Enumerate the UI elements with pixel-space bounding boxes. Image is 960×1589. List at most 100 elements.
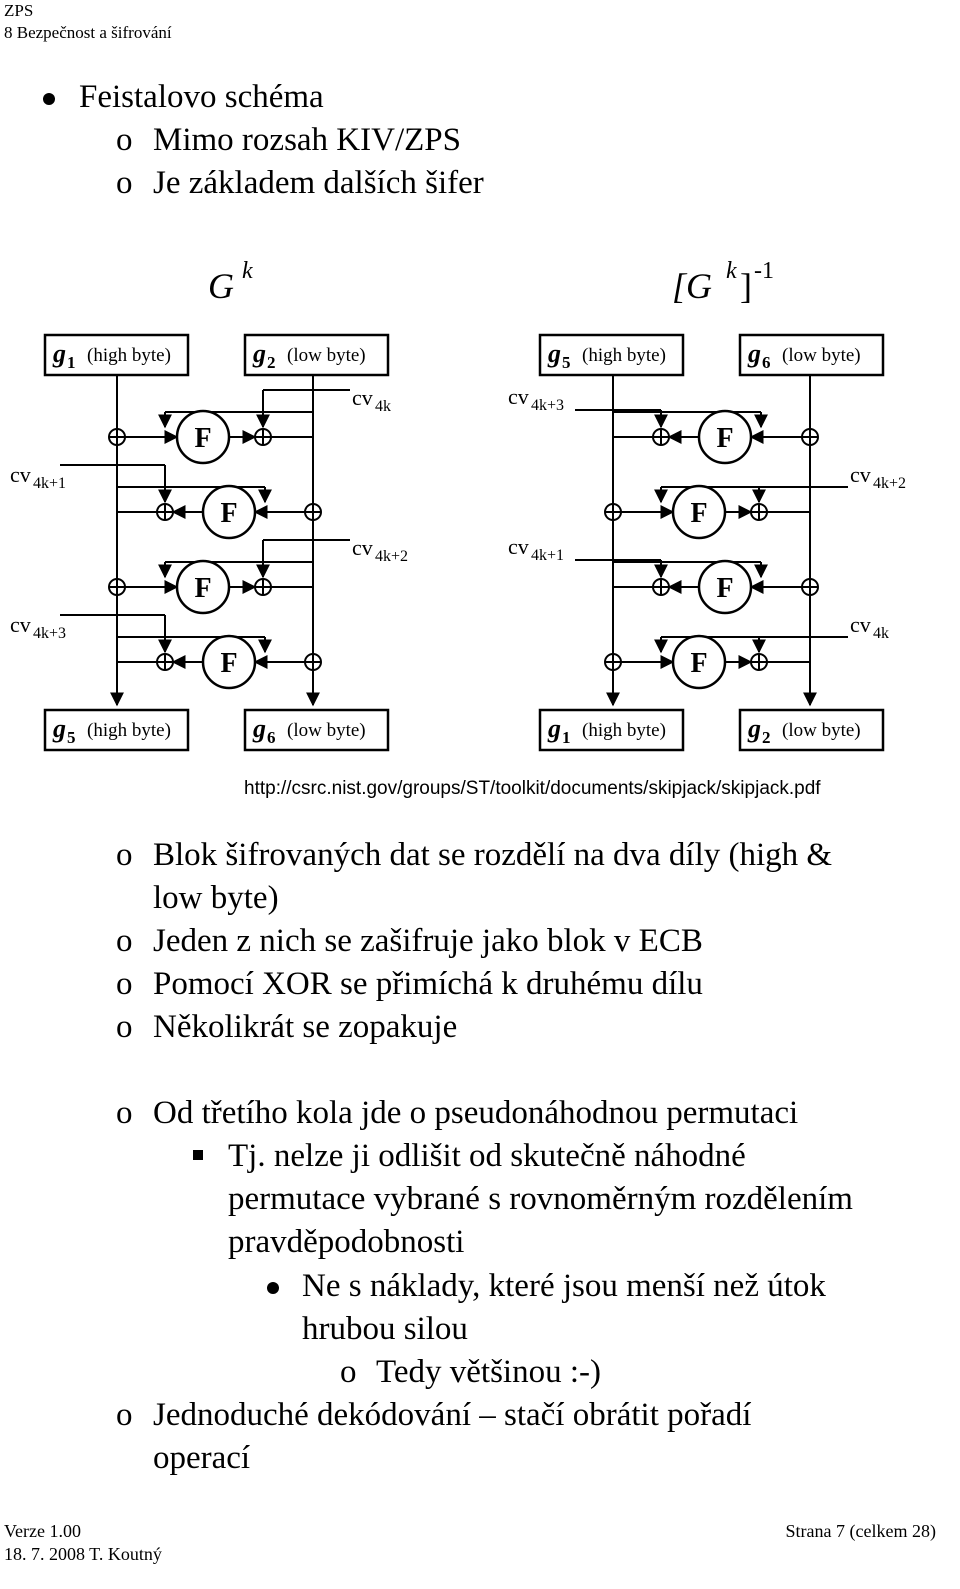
f-function-label: F bbox=[220, 498, 237, 529]
byte-box bbox=[243, 708, 390, 752]
cv-label: cv bbox=[850, 462, 871, 487]
footer-date-author: 18. 7. 2008 T. Koutný bbox=[4, 1544, 162, 1564]
title-left: G k bbox=[208, 258, 253, 306]
byte-box-var: g bbox=[547, 714, 561, 743]
xor-node bbox=[604, 503, 622, 521]
f-function-circle bbox=[671, 634, 727, 690]
f-function-circle bbox=[697, 559, 753, 615]
sub-marker: o bbox=[116, 1009, 133, 1045]
footer-page: Strana 7 (celkem 28) bbox=[785, 1521, 936, 1541]
byte-box-sub: 5 bbox=[562, 353, 571, 372]
text-blok-2: low byte) bbox=[153, 880, 279, 916]
byte-box-sub: 6 bbox=[267, 728, 276, 747]
text-jednoduche-1: Jednoduché dekódování – stačí obrátit po… bbox=[153, 1397, 752, 1433]
cv-subscript: 4k bbox=[873, 625, 889, 642]
svg-text:-1: -1 bbox=[754, 258, 774, 284]
byte-box-label: (low byte) bbox=[782, 720, 861, 741]
byte-box-label: (low byte) bbox=[287, 720, 366, 741]
byte-box-sub: 2 bbox=[762, 728, 771, 747]
byte-box-var: g bbox=[252, 714, 266, 743]
byte-box bbox=[43, 708, 190, 752]
byte-box bbox=[43, 333, 190, 377]
byte-box-var: g bbox=[747, 714, 761, 743]
f-function-label: F bbox=[220, 648, 237, 679]
f-function-circle bbox=[201, 634, 257, 690]
xor-node bbox=[254, 578, 272, 596]
text-tj-2: permutace vybrané s rovnoměrným rozdělen… bbox=[228, 1181, 853, 1217]
xor-node bbox=[801, 428, 819, 446]
byte-box-var: g bbox=[547, 339, 561, 368]
cv-subscript: 4k+2 bbox=[375, 548, 408, 565]
byte-box-var: g bbox=[747, 339, 761, 368]
xor-node bbox=[156, 653, 174, 671]
cv-label: cv bbox=[508, 534, 529, 559]
xor-node bbox=[652, 428, 670, 446]
footer-version: Verze 1.00 bbox=[4, 1521, 81, 1541]
text-blok-1: Blok šifrovaných dat se rozdělí na dva d… bbox=[153, 837, 833, 873]
sub-marker: o bbox=[116, 122, 133, 158]
intro-sub-2: Je základem dalších šifer bbox=[153, 165, 484, 201]
cv-label: cv bbox=[352, 385, 373, 410]
svg-text:]: ] bbox=[740, 266, 752, 306]
cv-subscript: 4k+1 bbox=[33, 475, 66, 492]
f-function-label: F bbox=[194, 423, 211, 454]
cv-label: cv bbox=[10, 462, 31, 487]
byte-box-label: (high byte) bbox=[87, 720, 171, 741]
byte-box-label: (low byte) bbox=[287, 345, 366, 366]
text-nekolikrat: Několikrát se zopakuje bbox=[153, 1009, 458, 1045]
xor-node bbox=[156, 503, 174, 521]
cv-subscript: 4k+3 bbox=[531, 397, 564, 414]
cv-label: cv bbox=[508, 384, 529, 409]
text-tj-1: Tj. nelze ji odlišit od skutečně náhodné bbox=[228, 1138, 746, 1174]
svg-text:G: G bbox=[208, 266, 234, 306]
text-pomoci: Pomocí XOR se přimíchá k druhému dílu bbox=[153, 966, 703, 1002]
text-od-tretiho: Od třetího kola jde o pseudonáhodnou per… bbox=[153, 1095, 799, 1131]
f-function-circle bbox=[175, 559, 231, 615]
sub-marker: o bbox=[340, 1354, 357, 1390]
byte-box bbox=[243, 333, 390, 377]
f-function-circle bbox=[201, 484, 257, 540]
svg-text:[G: [G bbox=[672, 266, 712, 306]
text-jeden: Jeden z nich se zašifruje jako blok v EC… bbox=[153, 923, 703, 959]
chapter-title: 8 Bezpečnost a šifrování bbox=[4, 23, 172, 42]
byte-box-var: g bbox=[52, 339, 66, 368]
sub-marker: o bbox=[116, 923, 133, 959]
f-function-label: F bbox=[194, 573, 211, 604]
byte-box-label: (high byte) bbox=[87, 345, 171, 366]
xor-node bbox=[108, 578, 126, 596]
sub-marker: o bbox=[116, 1095, 133, 1131]
sub-marker: o bbox=[116, 1397, 133, 1433]
svg-text:k: k bbox=[726, 258, 737, 284]
byte-box-label: (low byte) bbox=[782, 345, 861, 366]
byte-box bbox=[538, 333, 685, 377]
text-tedy: Tedy většinou :-) bbox=[376, 1354, 601, 1390]
byte-box bbox=[538, 708, 685, 752]
byte-box-label: (high byte) bbox=[582, 345, 666, 366]
xor-node bbox=[304, 653, 322, 671]
byte-box-sub: 1 bbox=[67, 353, 76, 372]
doc-title: ZPS bbox=[4, 1, 34, 20]
byte-box-var: g bbox=[52, 714, 66, 743]
f-function-label: F bbox=[690, 648, 707, 679]
intro-sub-1: Mimo rozsah KIV/ZPS bbox=[153, 122, 461, 158]
xor-node bbox=[604, 653, 622, 671]
cv-label: cv bbox=[352, 535, 373, 560]
f-function-circle bbox=[175, 409, 231, 465]
square-bullet bbox=[193, 1150, 203, 1160]
sub-marker: o bbox=[116, 837, 133, 873]
f-function-label: F bbox=[690, 498, 707, 529]
xor-node bbox=[254, 428, 272, 446]
cv-subscript: 4k+3 bbox=[33, 625, 66, 642]
byte-box bbox=[738, 333, 885, 377]
text-tj-3: pravděpodobnosti bbox=[228, 1224, 465, 1260]
byte-box-sub: 5 bbox=[67, 728, 76, 747]
sub-marker: o bbox=[116, 966, 133, 1002]
text-jednoduche-2: operací bbox=[153, 1440, 251, 1476]
f-function-circle bbox=[697, 409, 753, 465]
intro-bullet: Feistalovo schéma bbox=[79, 79, 324, 115]
xor-node bbox=[108, 428, 126, 446]
f-function-circle bbox=[671, 484, 727, 540]
xor-node bbox=[801, 578, 819, 596]
